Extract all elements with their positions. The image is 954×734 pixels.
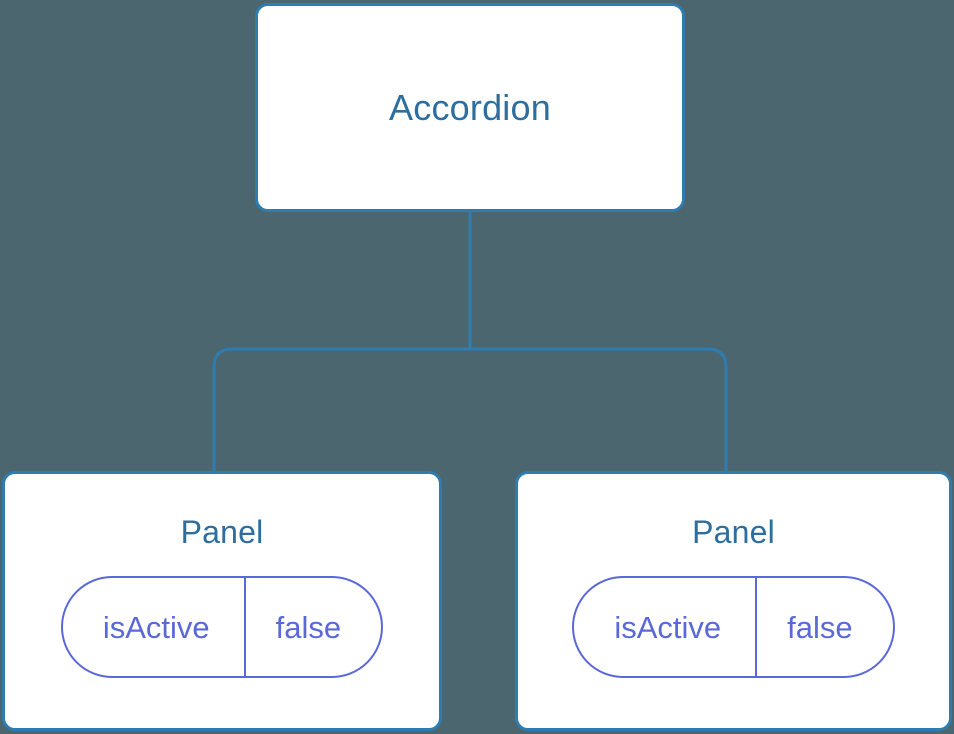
node-panel-1-label: Panel <box>180 514 264 550</box>
state-value-panel-2: false <box>755 578 892 676</box>
state-key-panel-1: isActive <box>102 609 210 645</box>
state-key-panel-2: isActive <box>614 609 722 645</box>
state-value-panel-1: false <box>243 578 381 676</box>
node-panel-1[interactable]: Panel isActive false <box>2 471 442 731</box>
node-panel-2-label: Panel <box>692 514 775 550</box>
node-panel-2[interactable]: Panel isActive false <box>515 471 952 731</box>
connector-branch-bar <box>212 347 728 471</box>
state-badge-panel-1: isActive false <box>60 576 384 678</box>
node-accordion[interactable]: Accordion <box>255 3 685 212</box>
node-accordion-label: Accordion <box>389 86 551 128</box>
state-badge-panel-2: isActive false <box>572 576 895 678</box>
